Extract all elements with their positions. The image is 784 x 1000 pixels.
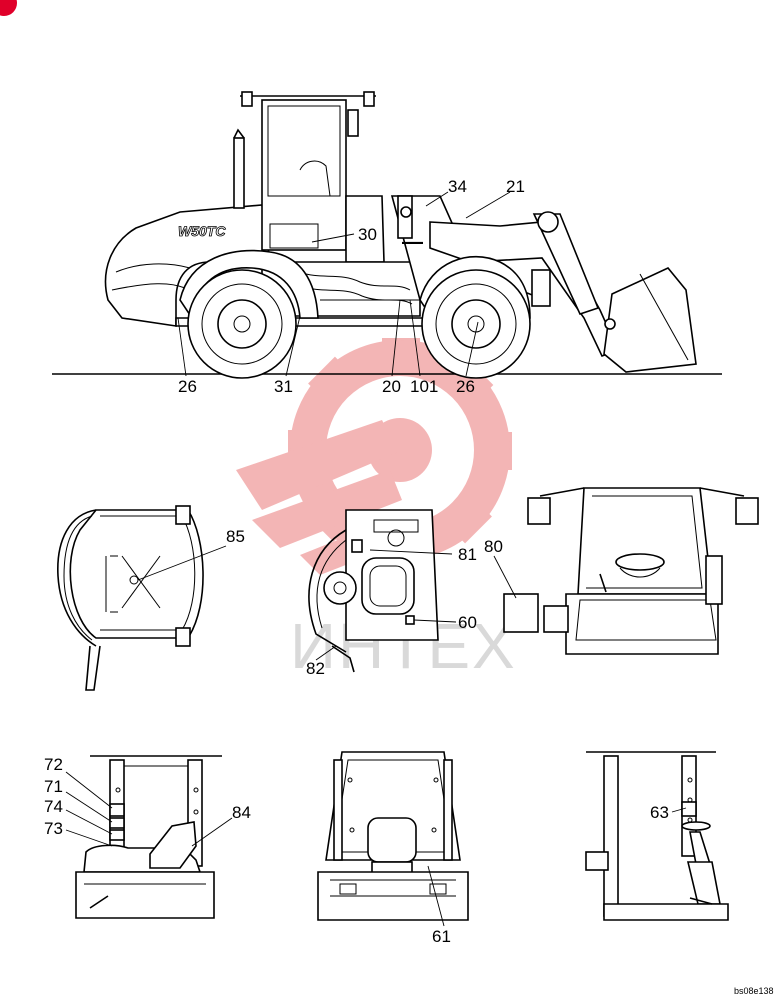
callout-71: 71 [44,777,63,796]
callout-34: 34 [448,177,467,196]
callout-31: 31 [274,377,293,396]
callout-21: 21 [506,177,525,196]
callout-74: 74 [44,797,63,816]
callout-80: 80 [484,537,503,556]
callout-26-rear: 26 [178,377,197,396]
decal-label: ▬▬▬ [402,239,423,246]
gear-logo-icon [236,338,512,575]
cab-rear-perspective-view [493,487,759,655]
callout-81: 81 [458,545,477,564]
callout-20: 20 [382,377,401,396]
callout-73: 73 [44,819,63,838]
callout-30: 30 [358,225,377,244]
callout-26-front: 26 [456,377,475,396]
model-badge: W50TC [178,223,226,239]
corner-marker-icon [0,0,17,16]
cab-front-view [317,751,469,927]
callout-72: 72 [44,755,63,774]
cab-left-side-view [65,755,233,919]
cab-right-side-view [585,751,729,921]
cab-roof-top-view [57,505,227,691]
callout-63: 63 [650,803,669,822]
loader-side-callouts: 34 21 30 26 31 20 101 26 [178,177,525,396]
figure-code: bs08e138 [734,986,774,996]
callout-101: 101 [410,377,438,396]
callout-61: 61 [432,927,451,946]
callout-82: 82 [306,659,325,678]
callout-85: 85 [226,527,245,546]
callout-84: 84 [232,803,251,822]
callout-60: 60 [458,613,477,632]
cab-floor-top-view [308,509,457,673]
loader-side-view: W50TC ▬▬▬ [52,91,722,379]
